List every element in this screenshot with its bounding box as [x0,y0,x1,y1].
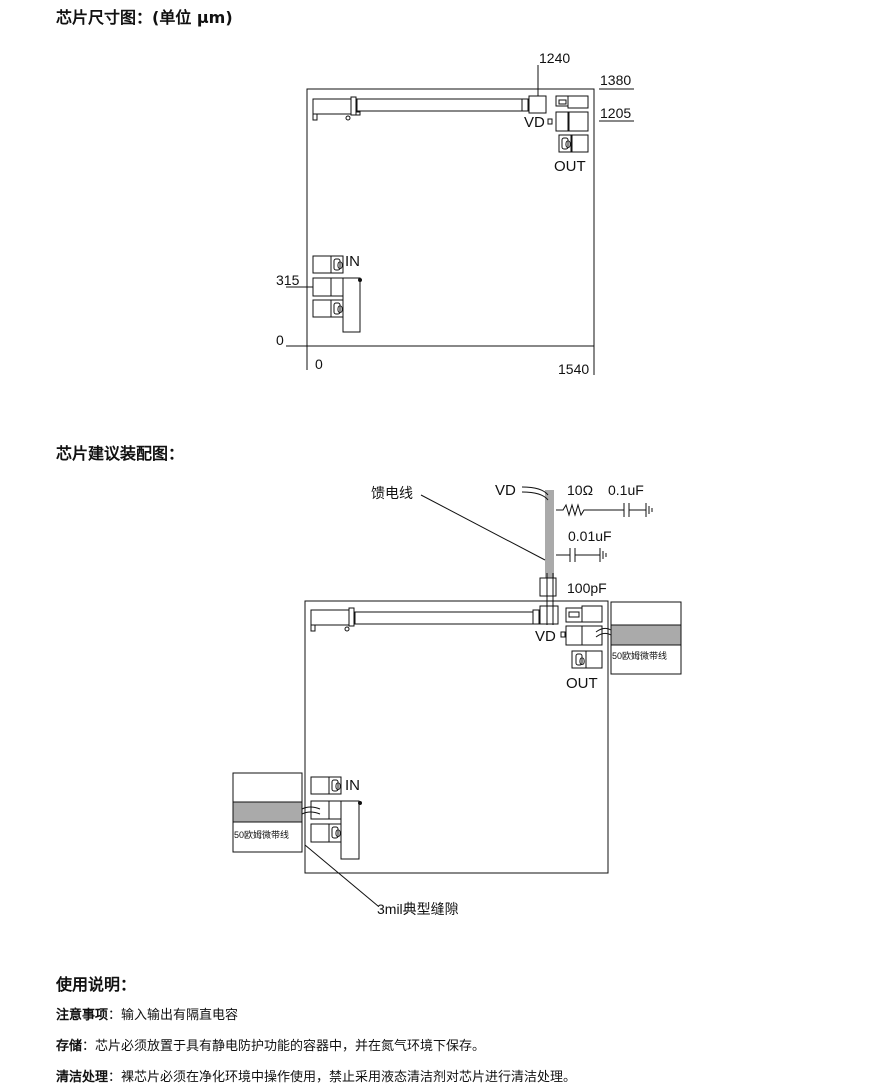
vd-pad [528,95,547,114]
feed-line [545,490,554,578]
dim-1205: 1205 [600,105,631,121]
note-caution-label: 注意事项 [56,1008,109,1023]
dim-1540: 1540 [558,361,589,377]
assembly-vd-label: VD [495,482,516,499]
pad-zero-mark: 0 [337,260,343,272]
cap-001uf-label: 0.01uF [568,528,612,544]
dim-315: 315 [276,272,300,288]
resistor-10ohm [556,503,602,517]
pad-zero-mark: 0 [565,139,571,151]
in-pad-top [312,255,332,274]
usage-heading: 使用说明： [56,975,137,994]
note-cleaning: 清洁处理：裸芯片必须在净化环境中操作使用，禁止采用液态清洁剂对芯片进行清洁处理。 [56,1066,576,1085]
dim-0-bottom: 0 [315,356,323,372]
assembly-vd-pad-label: VD [535,628,556,645]
pad-zero-mark: 0 [335,781,341,793]
gap-label: 3mil典型缝隙 [377,901,459,917]
assembly-heading: 芯片建议装配图： [56,444,185,463]
assembly-chip-outline [304,600,609,874]
note-storage-text: ：芯片必须放置于具有静电防护功能的容器中，并在氮气环境下保存。 [82,1039,486,1054]
assembly-diagram [232,486,682,907]
pad-zero-mark: 0 [579,656,585,668]
vd-wire-1 [521,486,549,496]
pad-zero-mark: 0 [335,828,341,840]
resistor-label: 10Ω [567,482,593,498]
pad-zero-mark: 0 [337,304,343,316]
top-line-bar [356,98,523,112]
note-storage-label: 存储 [56,1039,83,1054]
cap-100pf-label: 100pF [567,580,607,596]
vd-label: VD [524,114,545,131]
note-caution: 注意事项：输入输出有隔直电容 [56,1004,238,1023]
microstrip-right-label: 50欧姆微带线 [612,650,667,661]
dim-1380: 1380 [600,72,631,88]
microstrip-left-label: 50欧姆微带线 [234,829,289,840]
assembly-vd-pad [539,605,559,625]
out-pad [558,134,573,153]
feed-leader [420,494,546,561]
in-label: IN [345,253,360,270]
assembly-out-label: OUT [566,675,598,692]
cap-block [555,111,570,132]
note-storage: 存储：芯片必须放置于具有静电防护功能的容器中，并在氮气环境下保存。 [56,1035,485,1054]
feed-label: 馈电线 [371,485,413,501]
out-label: OUT [554,158,586,175]
top-left-block [312,98,352,115]
in-pad [312,277,332,297]
chip-outline [306,88,595,347]
dim-1240: 1240 [539,50,570,66]
in-pad-bottom [312,299,332,318]
assembly-in-label: IN [345,777,360,794]
note-cleaning-text: ：裸芯片必须在净化环境中操作使用，禁止采用液态清洁剂对芯片进行清洁处理。 [108,1070,577,1085]
dim-0-left: 0 [276,332,284,348]
cap-01uf-label: 0.1uF [608,482,644,498]
gap-leader [304,844,379,907]
note-caution-text: ：输入输出有隔直电容 [108,1008,239,1023]
assembly-in-pad [310,800,330,820]
chip-size-heading: 芯片尺寸图：(单位 μm) [56,8,233,27]
cap-100pf [539,577,557,597]
note-cleaning-label: 清洁处理 [56,1070,109,1085]
